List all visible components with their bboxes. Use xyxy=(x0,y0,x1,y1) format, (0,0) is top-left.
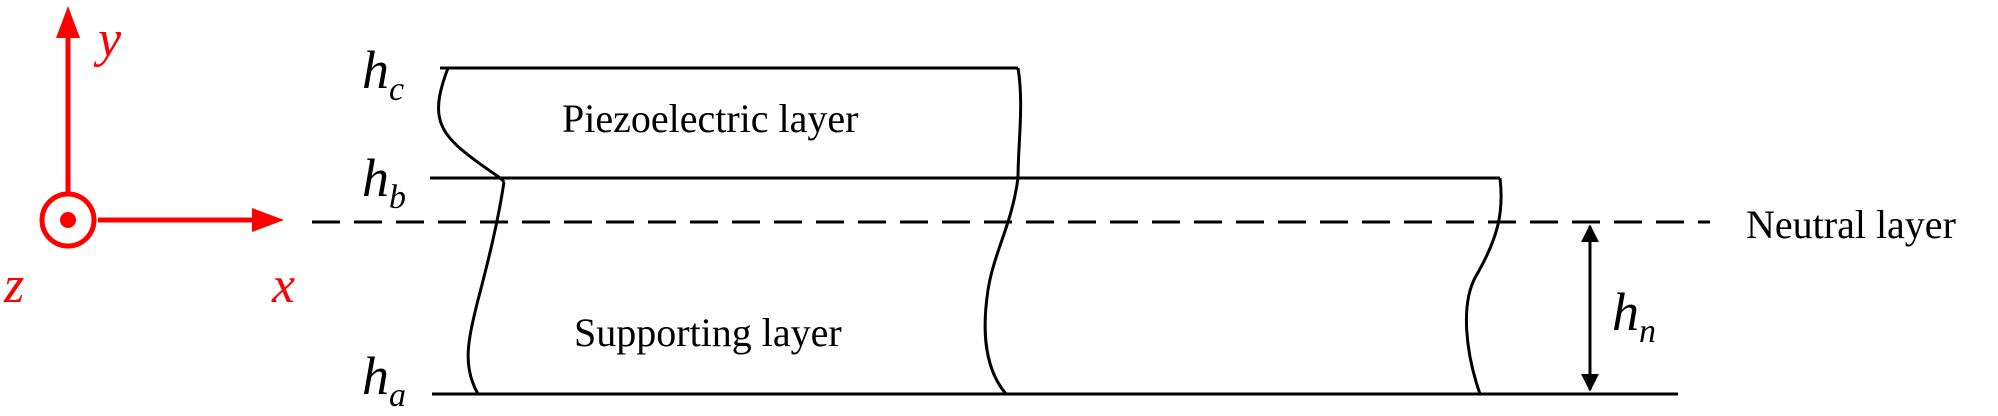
hn-label-sub: n xyxy=(1639,313,1656,350)
support-left-break-line xyxy=(466,181,506,395)
hn-label: hn xyxy=(1612,282,1656,350)
z-axis-label: z xyxy=(3,257,24,314)
coordinate-axes xyxy=(39,6,284,249)
neutral-layer-label: Neutral layer xyxy=(1746,202,1956,247)
ha-label: ha xyxy=(362,346,406,414)
piezoelectric-layer-label: Piezoelectric layer xyxy=(562,96,858,141)
y-axis-arrowhead xyxy=(56,6,80,38)
x-axis-arrowhead xyxy=(252,208,284,232)
ha-label-sub: a xyxy=(389,377,406,414)
hc-label-sub: c xyxy=(389,71,404,108)
hb-label: hb xyxy=(362,148,406,216)
support-middle-break-line xyxy=(983,177,1020,395)
y-axis-label: y xyxy=(93,11,122,68)
hb-label-base: h xyxy=(362,148,389,208)
support-right-break-line xyxy=(1464,177,1503,395)
piezo-right-break-line xyxy=(1016,67,1023,179)
hb-label-sub: b xyxy=(389,179,406,216)
piezo-left-break-line xyxy=(437,67,506,183)
supporting-layer xyxy=(430,176,1678,396)
piezoelectric-layer xyxy=(437,66,1023,183)
hc-label-base: h xyxy=(362,40,389,100)
z-axis-out-of-page-icon xyxy=(39,191,97,249)
supporting-layer-label: Supporting layer xyxy=(574,310,842,355)
ha-label-base: h xyxy=(362,346,389,406)
hc-label: hc xyxy=(362,40,404,108)
z-axis-dot-icon xyxy=(60,212,76,228)
x-axis-label: x xyxy=(271,257,295,314)
hn-label-base: h xyxy=(1612,282,1639,342)
